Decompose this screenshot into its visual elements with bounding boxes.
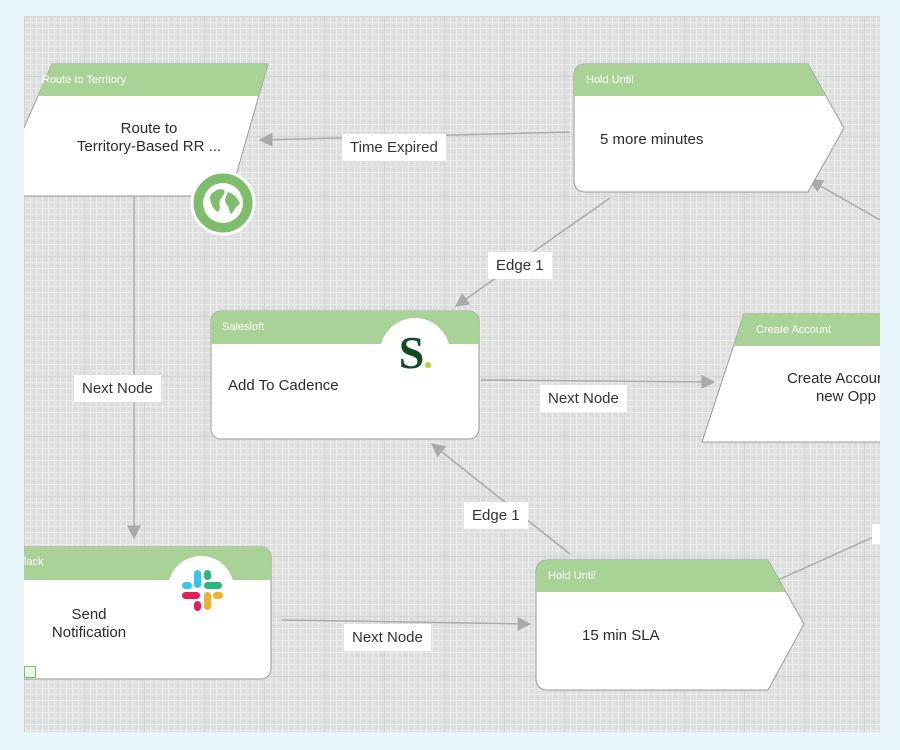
- salesloft-logo-letter: S: [398, 327, 425, 378]
- node-header: Create Account: [756, 324, 832, 336]
- edges-layer: [127, 131, 880, 631]
- node-hold-until-top[interactable]: Hold Until 5 more minutes: [572, 62, 852, 198]
- node-shape: [701, 313, 880, 443]
- edge-incoming-right[interactable]: [808, 179, 880, 221]
- node-text: Create Accour new Opp: [786, 370, 880, 405]
- node-shape: [535, 559, 805, 691]
- node-text: Add To Cadence: [228, 377, 339, 394]
- globe-icon: [190, 170, 256, 241]
- slack-logo: [168, 556, 234, 622]
- node-header: Route to Territory: [42, 74, 127, 86]
- salesloft-logo: S: [380, 318, 450, 388]
- edge-label-next-node-left[interactable]: Next Node: [74, 375, 161, 402]
- edge-label-next-node-bottom[interactable]: Next Node: [344, 624, 431, 651]
- node-slack[interactable]: lack Send Notification: [24, 546, 274, 682]
- edge-label-next-node-mid[interactable]: Next Node: [540, 385, 627, 412]
- node-salesloft[interactable]: Salesloft Add To Cadence S: [210, 310, 482, 442]
- node-shape: [24, 63, 269, 197]
- edge-label-edge-1-top[interactable]: Edge 1: [488, 252, 552, 279]
- node-text: 5 more minutes: [600, 131, 704, 148]
- edge-outgoing-right[interactable]: [777, 533, 880, 581]
- node-header: lack: [24, 556, 44, 568]
- salesloft-logo-dot: [425, 362, 432, 368]
- node-hold-until-bottom[interactable]: Hold Until 15 min SLA: [534, 558, 810, 694]
- edge-label-time-expired[interactable]: Time Expired: [342, 134, 446, 161]
- edge-label-clipped: [872, 524, 880, 544]
- node-text: Send Notification: [51, 606, 127, 641]
- node-header: Hold Until: [548, 570, 596, 582]
- workflow-canvas[interactable]: Time Expired Edge 1 Next Node Next Node …: [24, 16, 880, 732]
- node-text: 15 min SLA: [582, 627, 660, 644]
- edge-1-bottom[interactable]: [430, 443, 571, 555]
- node-shape: [573, 63, 845, 193]
- small-green-icon: [24, 666, 36, 678]
- node-route-to-territory[interactable]: Route to Territory Route to Territory-Ba…: [24, 62, 270, 236]
- node-text: Route to Territory-Based RR ...: [76, 120, 222, 155]
- edge-next-node-bottom[interactable]: [281, 616, 532, 631]
- edge-next-node-mid[interactable]: [480, 374, 716, 389]
- node-header: Salesloft: [222, 321, 265, 333]
- node-create-account[interactable]: Create Account Create Accour new Opp: [701, 312, 880, 448]
- edge-label-edge-1-bottom[interactable]: Edge 1: [464, 502, 528, 529]
- node-header: Hold Until: [586, 74, 634, 86]
